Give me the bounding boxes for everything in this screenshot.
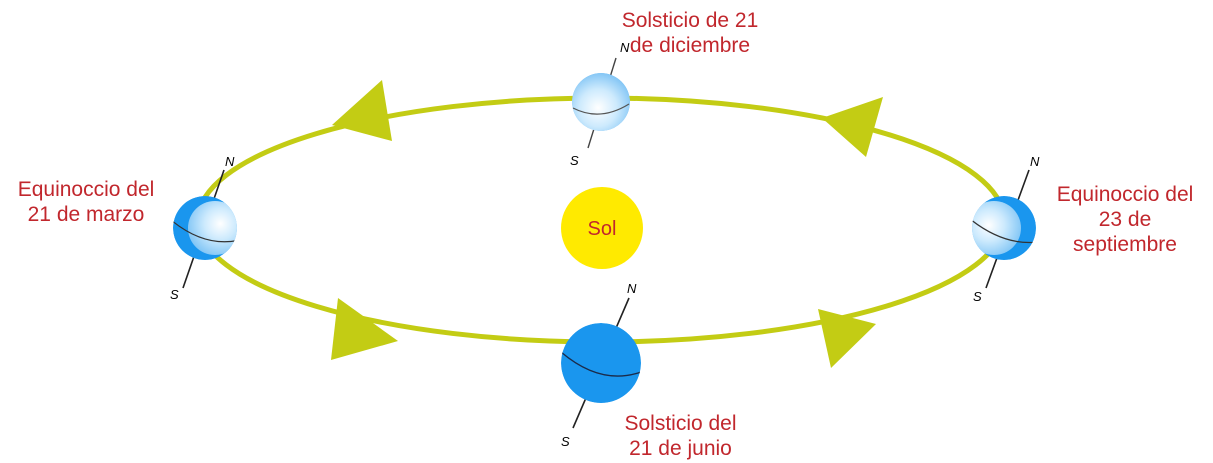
- earth-september-equinox: N S: [972, 154, 1040, 304]
- south-pole-label: S: [561, 434, 570, 449]
- sun: Sol: [561, 187, 643, 269]
- orbit-arrow-top-left: [332, 80, 392, 141]
- orbit-arrow-bottom-right: [818, 309, 876, 368]
- label-line: 21 de marzo: [27, 203, 145, 226]
- north-pole-label: N: [225, 154, 235, 169]
- label-march-equinox: Equinoccio del 21 de marzo: [6, 177, 166, 227]
- north-pole-label: N: [1030, 154, 1040, 169]
- south-pole-label: S: [170, 287, 179, 302]
- south-pole-label: S: [973, 289, 982, 304]
- label-winter-solstice: Solsticio de 21 de diciembre: [600, 8, 780, 58]
- earth-winter-solstice: N S: [570, 40, 630, 168]
- orbit-arrow-top-right: [822, 97, 883, 157]
- label-line: Solsticio del: [624, 412, 737, 435]
- label-line: Equinoccio del: [1056, 183, 1194, 206]
- earth-summer-solstice: N S: [561, 281, 641, 449]
- label-line: 23 de: [1098, 208, 1152, 231]
- label-september-equinox: Equinoccio del 23 de septiembre: [1045, 182, 1205, 257]
- north-pole-label: N: [620, 40, 630, 55]
- orbit-arrow-bottom-left: [331, 298, 398, 360]
- label-line: septiembre: [1073, 233, 1177, 256]
- label-line: de diciembre: [629, 34, 751, 57]
- earth-march-equinox: N S: [170, 154, 237, 302]
- north-pole-label: N: [627, 281, 637, 296]
- label-line: Solsticio de 21: [621, 9, 759, 32]
- label-summer-solstice: Solsticio del 21 de junio: [598, 411, 763, 461]
- sun-label: Sol: [588, 218, 617, 240]
- label-line: Equinoccio del: [17, 178, 155, 201]
- south-pole-label: S: [570, 153, 579, 168]
- label-line: 21 de junio: [629, 437, 732, 460]
